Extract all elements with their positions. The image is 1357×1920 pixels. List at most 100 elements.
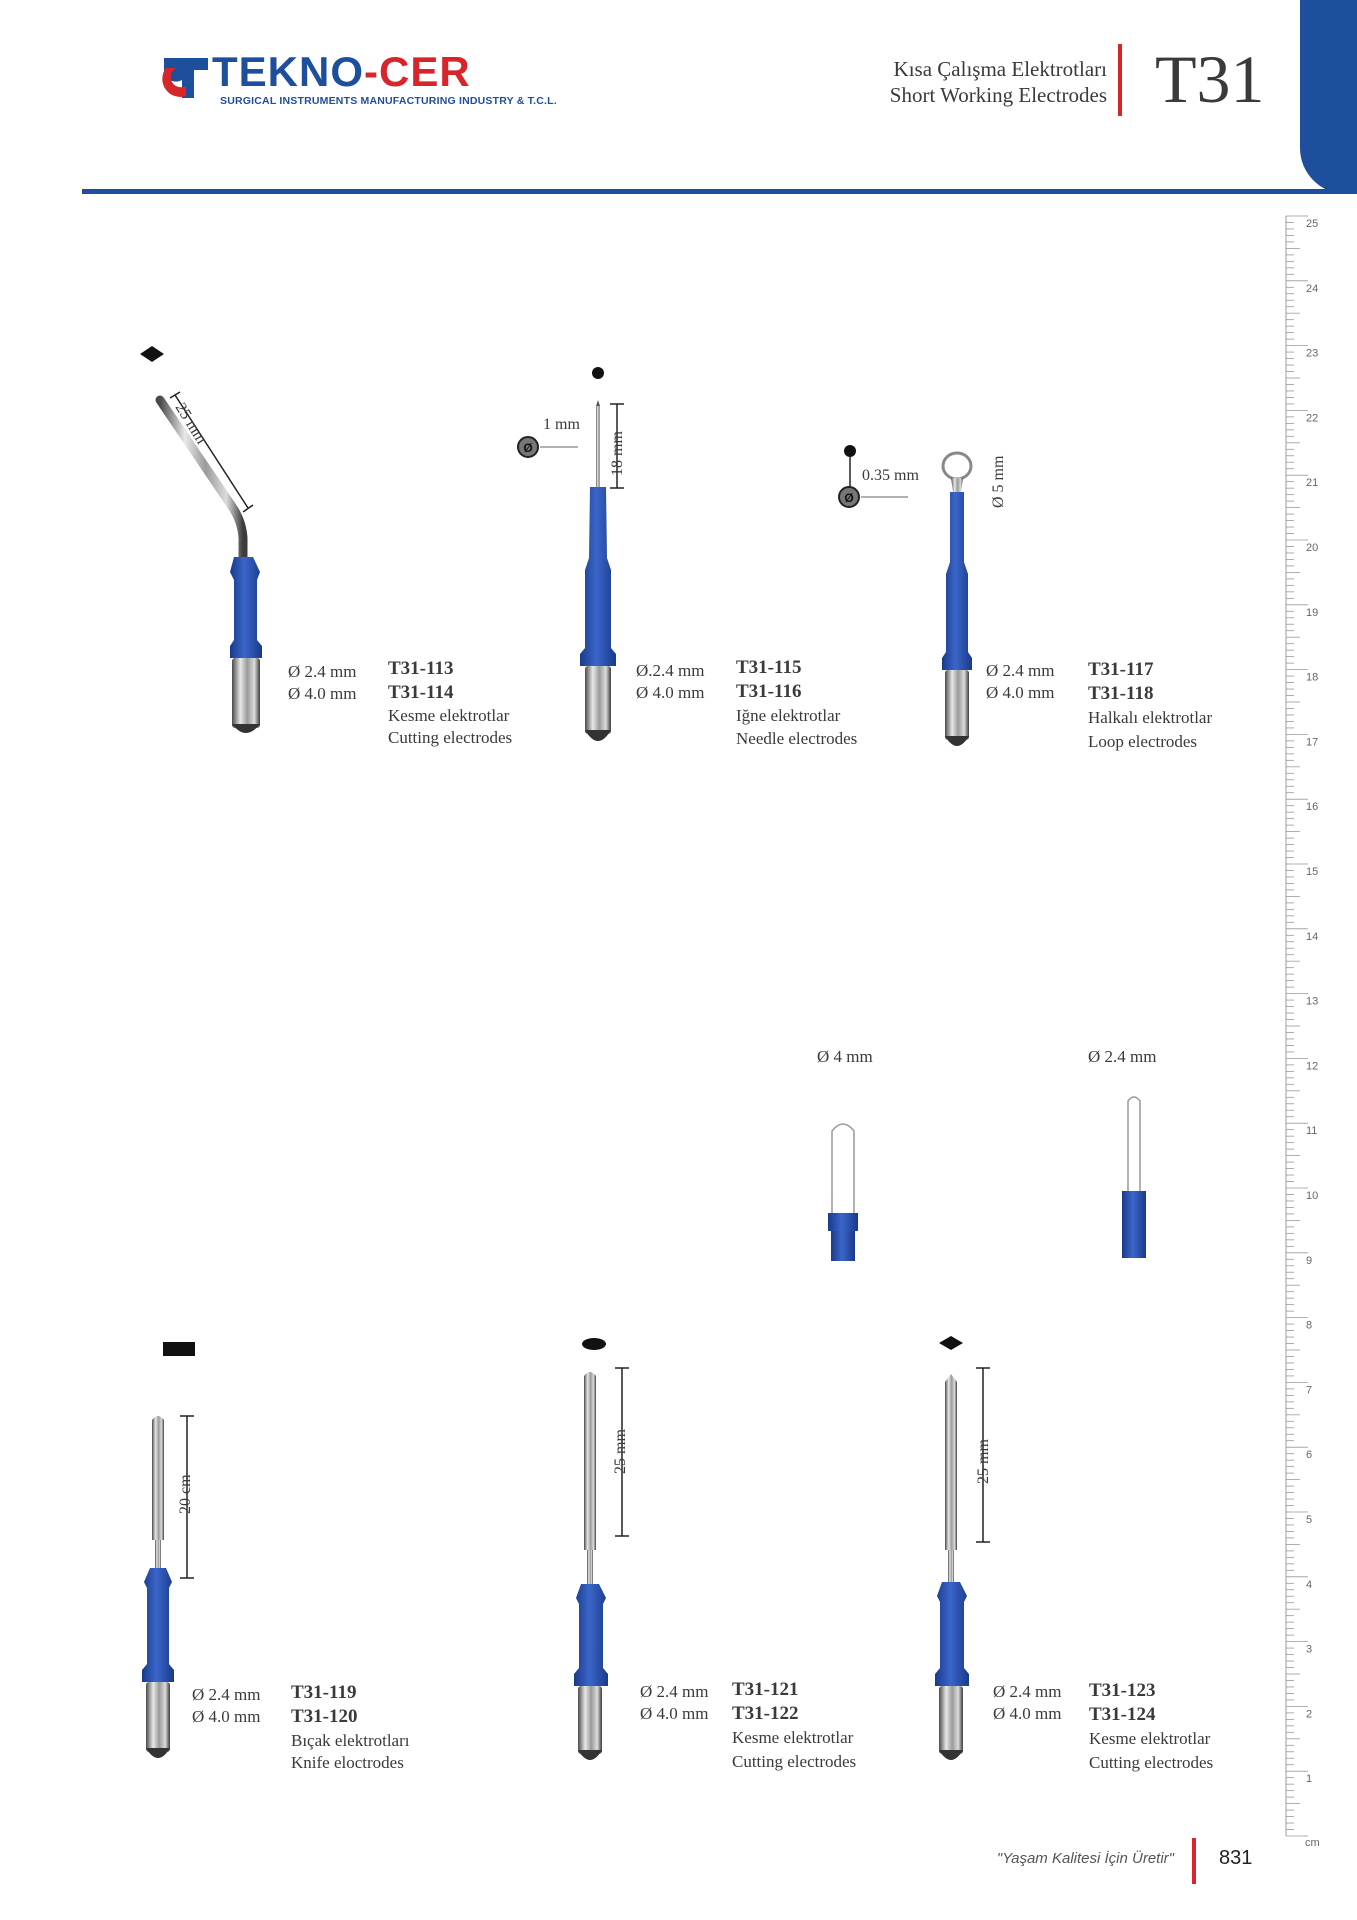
tip-shape-diamond-icon — [140, 346, 164, 362]
ruler-number: 10 — [1306, 1190, 1318, 1202]
tip-diameter-label: 1 mm — [543, 416, 580, 433]
ruler-number: 4 — [1306, 1579, 1312, 1591]
brand-name: TEKNO-CER — [212, 48, 471, 95]
product-code-1: T31-121 — [732, 1679, 799, 1700]
shaft-diameter-1: Ø 2.4 mm — [986, 661, 1055, 680]
tip-shape-circle-icon — [844, 445, 856, 457]
header-rule — [82, 189, 1357, 194]
product-code-2: T31-120 — [291, 1706, 358, 1727]
electrode-image-1 — [140, 346, 262, 733]
shaft-diameter-2: Ø 4.0 mm — [288, 684, 357, 703]
ruler-number: 3 — [1306, 1644, 1312, 1656]
ruler-number: 11 — [1306, 1125, 1317, 1137]
product-name-tr: Halkalı elektrotlar — [1088, 708, 1213, 727]
ruler-number: 8 — [1306, 1320, 1312, 1332]
connector-image-2 — [1122, 1096, 1146, 1258]
electrode-image-6 — [935, 1336, 990, 1760]
electrode-image-2: Ø — [517, 367, 624, 741]
connector-image-1 — [828, 1123, 858, 1261]
product-name-en: Cutting electrodes — [732, 1752, 857, 1771]
ruler-number: 16 — [1306, 801, 1318, 813]
product-name-en: Knife eloctrodes — [291, 1753, 404, 1772]
header-corner-band — [1300, 0, 1357, 194]
product-code-2: T31-122 — [732, 1703, 799, 1724]
tip-shape-rectangle-icon — [163, 1342, 195, 1356]
product-code-1: T31-113 — [388, 658, 454, 679]
shaft-diameter-2: Ø 4.0 mm — [993, 1704, 1062, 1723]
ruler-number: 21 — [1306, 477, 1318, 489]
product-name-en: Cutting electrodes — [388, 728, 513, 747]
footer-slogan: "Yaşam Kalitesi İçin Üretir" — [996, 1850, 1174, 1867]
product-name-en: Needle electrodes — [736, 729, 858, 748]
ruler-number: 7 — [1306, 1384, 1312, 1396]
ruler-number: 24 — [1306, 283, 1318, 295]
brand-tagline: SURGICAL INSTRUMENTS MANUFACTURING INDUS… — [220, 95, 557, 107]
product-code-1: T31-117 — [1088, 659, 1154, 680]
product-code-2: T31-124 — [1089, 1704, 1156, 1725]
product-name-en: Cutting electrodes — [1089, 1753, 1214, 1772]
product-code-1: T31-115 — [736, 657, 802, 678]
ruler-number: 25 — [1306, 218, 1318, 230]
svg-text:Ø: Ø — [523, 441, 532, 455]
ruler-number: 20 — [1306, 542, 1318, 554]
shaft-diameter-1: Ø.2.4 mm — [636, 661, 705, 680]
product-name-en: Loop electrodes — [1088, 732, 1198, 751]
ruler-number: 23 — [1306, 348, 1318, 360]
electrode-image-5 — [574, 1338, 629, 1760]
tip-shape-circle-icon — [592, 367, 604, 379]
product-name-tr: Iğne elektrotlar — [736, 706, 841, 725]
product-name-tr: Kesme elektrotlar — [732, 1728, 854, 1747]
measurement-ruler: 2524232221201918171615141312111098765432… — [1285, 215, 1320, 1849]
dimension-label: 20 cm — [177, 1474, 194, 1514]
section-title-tr: Kısa Çalışma Elektrotları — [893, 57, 1107, 81]
shaft-diameter-2: Ø 4.0 mm — [192, 1707, 261, 1726]
product-code-2: T31-114 — [388, 682, 454, 703]
shaft-diameter-1: Ø 2.4 mm — [288, 662, 357, 681]
page-number: 831 — [1219, 1847, 1253, 1869]
header-divider — [1118, 44, 1122, 116]
tip-diameter-label: 0.35 mm — [862, 467, 919, 484]
ruler-unit-label: cm — [1305, 1837, 1320, 1849]
diameter-symbol-icon — [517, 436, 539, 458]
ruler-number: 12 — [1306, 1060, 1318, 1072]
shaft-diameter-2: Ø 4.0 mm — [986, 683, 1055, 702]
dimension-label: Ø 5 mm — [990, 455, 1007, 508]
product-name-tr: Kesme elektrotlar — [1089, 1729, 1211, 1748]
ruler-number: 15 — [1306, 866, 1318, 878]
ruler-number: 2 — [1306, 1708, 1312, 1720]
ruler-number: 6 — [1306, 1449, 1312, 1461]
product-code-1: T31-123 — [1089, 1680, 1156, 1701]
tip-shape-diamond-icon — [939, 1336, 963, 1350]
section-title-en: Short Working Electrodes — [889, 83, 1107, 107]
tip-shape-ellipse-icon — [582, 1338, 606, 1350]
shaft-diameter-1: Ø 2.4 mm — [640, 1682, 709, 1701]
ruler-number: 5 — [1306, 1514, 1312, 1526]
shaft-diameter-1: Ø 2.4 mm — [993, 1682, 1062, 1701]
brand-logo-icon — [162, 58, 208, 98]
product-code-2: T31-118 — [1088, 683, 1154, 704]
dimension-label: 25 mm — [612, 1429, 629, 1474]
svg-text:Ø: Ø — [844, 491, 853, 505]
electrode-image-3: Ø — [838, 445, 973, 746]
connector-label-1: Ø 4 mm — [817, 1047, 873, 1066]
dimension-label: 25 mm — [975, 1439, 992, 1484]
footer-divider — [1192, 1838, 1196, 1884]
ruler-number: 17 — [1306, 736, 1318, 748]
product-code-1: T31-119 — [291, 1682, 357, 1703]
ruler-number: 13 — [1306, 996, 1318, 1008]
ruler-number: 22 — [1306, 412, 1318, 424]
ruler-number: 1 — [1306, 1773, 1312, 1785]
shaft-diameter-1: Ø 2.4 mm — [192, 1685, 261, 1704]
section-code: T31 — [1155, 41, 1265, 117]
ruler-number: 18 — [1306, 672, 1318, 684]
product-name-tr: Kesme elektrotlar — [388, 706, 510, 725]
shaft-diameter-2: Ø 4.0 mm — [640, 1704, 709, 1723]
shaft-diameter-2: Ø 4.0 mm — [636, 683, 705, 702]
connector-label-2: Ø 2.4 mm — [1088, 1047, 1157, 1066]
product-code-2: T31-116 — [736, 681, 802, 702]
product-name-tr: Bıçak elektrotları — [291, 1731, 410, 1750]
diameter-symbol-icon — [838, 486, 860, 508]
ruler-number: 14 — [1306, 931, 1318, 943]
ruler-number: 9 — [1306, 1255, 1312, 1267]
ruler-number: 19 — [1306, 607, 1318, 619]
